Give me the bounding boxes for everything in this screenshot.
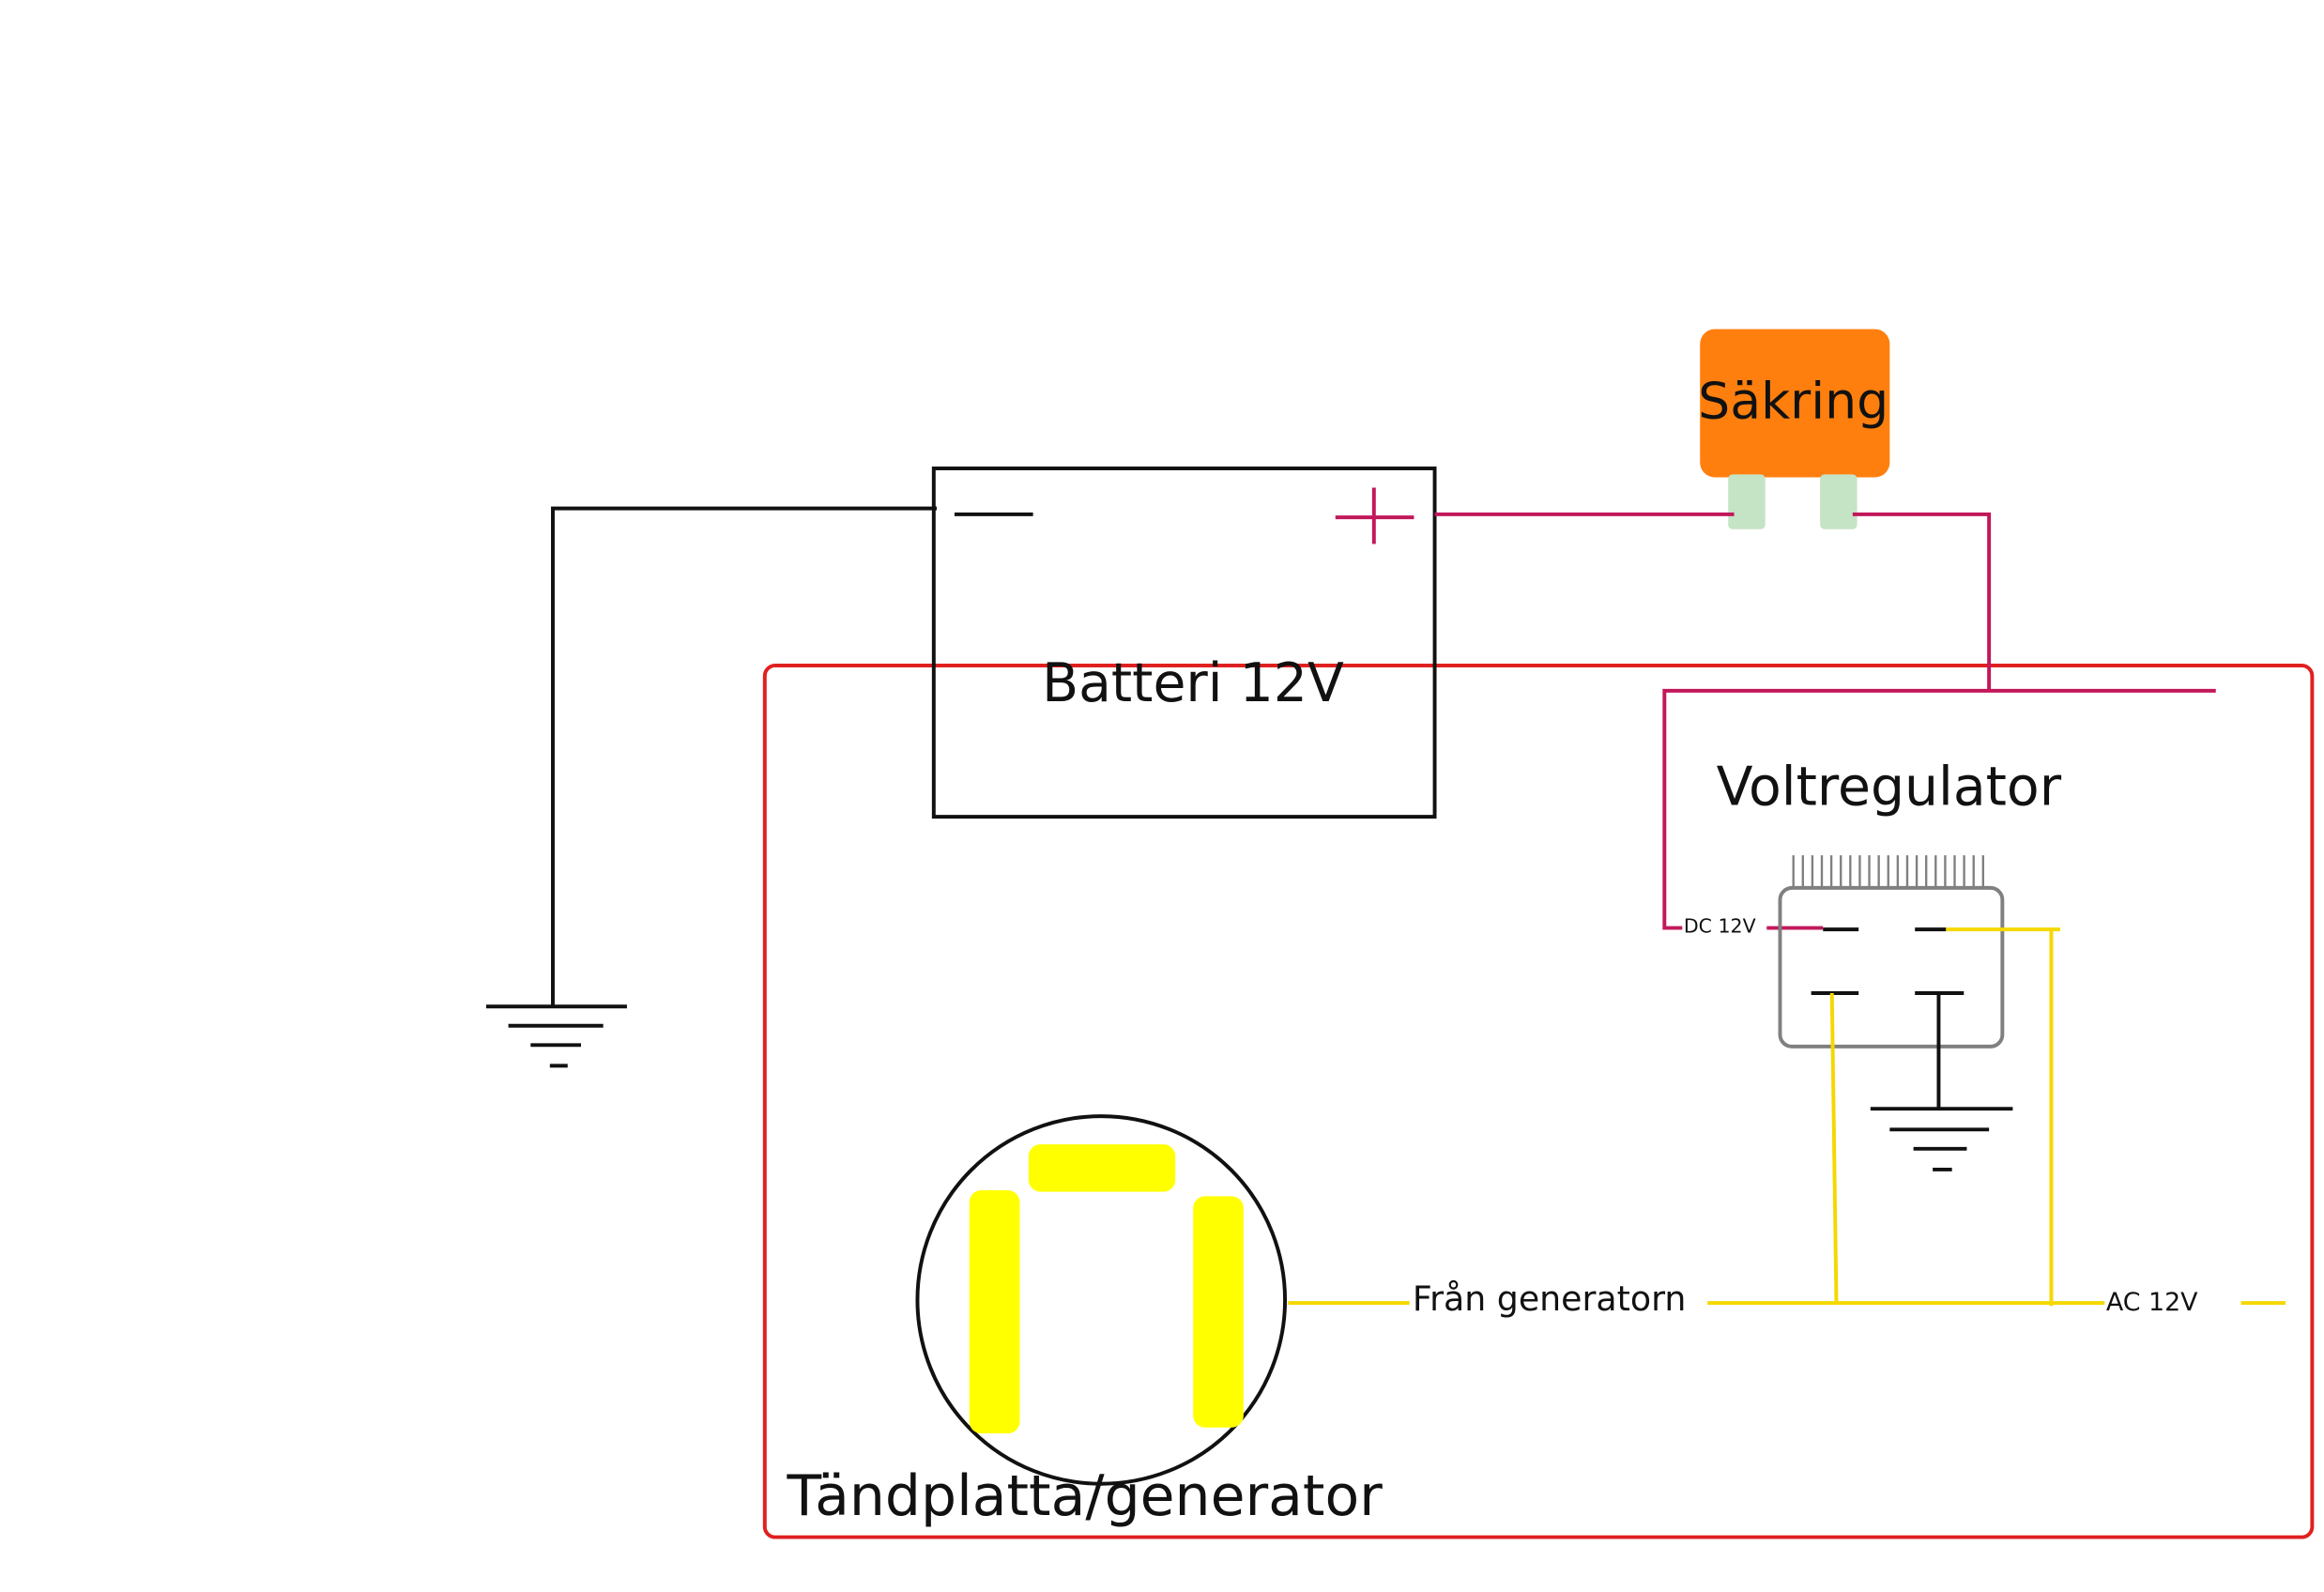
positive-wire-bus — [1662, 688, 2216, 930]
ac-label: AC 12V — [2106, 1288, 2198, 1317]
stator-coil-left — [969, 1190, 1020, 1434]
ac-wire-vertical-left — [1829, 992, 1839, 1304]
stator-coil-top — [1028, 1144, 1176, 1192]
fuse: Säkring — [1698, 329, 1890, 529]
stator-circle — [915, 1114, 1288, 1486]
stator-label: Tändplatta/generator — [786, 1463, 1383, 1529]
regulator-ground-symbol-icon — [1870, 1107, 2013, 1171]
battery-label: Batteri 12V — [1042, 652, 1344, 714]
positive-wire-fuse-out — [1852, 512, 1992, 691]
fuse-body — [1700, 329, 1890, 478]
battery-ground-wire — [551, 506, 937, 1007]
regulator-cooling-fins-icon — [1792, 855, 1984, 888]
fuse-label: Säkring — [1698, 371, 1888, 430]
fuse-terminal-right — [1820, 474, 1858, 529]
fuse-terminal-left — [1728, 474, 1766, 529]
battery: Batteri 12V — [931, 467, 1437, 819]
battery-box — [931, 467, 1437, 819]
regulator-body — [1778, 885, 2005, 1049]
ground-symbol-icon — [485, 1004, 627, 1068]
stator-generator: Tändplatta/generator — [786, 1114, 1383, 1529]
voltage-regulator: Voltregulator DC 12V — [1684, 756, 2062, 1049]
regulator-label: Voltregulator — [1717, 756, 2062, 818]
battery-plus-terminal — [1335, 487, 1414, 544]
enclosure-outline — [762, 664, 2315, 1539]
stator-coil-right — [1193, 1196, 1244, 1428]
dc-label: DC 12V — [1684, 914, 1756, 937]
from-generator-label: Från generatorn — [1413, 1278, 1687, 1319]
